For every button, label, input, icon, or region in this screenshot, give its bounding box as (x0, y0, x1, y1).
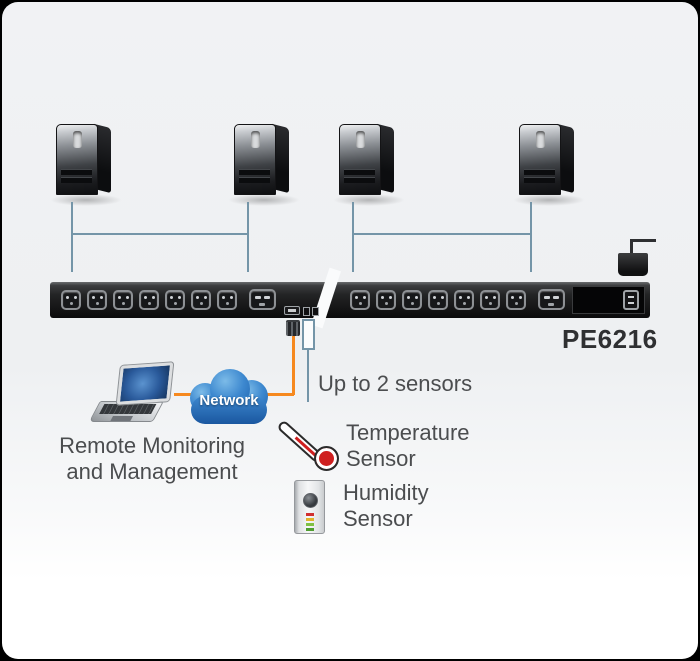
laptop-icon (88, 361, 180, 430)
tower-drive-button (356, 131, 365, 148)
tower-drive-button (73, 131, 82, 148)
tower-shadow (513, 194, 585, 206)
power-outlet-c13 (217, 289, 237, 310)
tower-front-panel (56, 124, 98, 195)
laptop-trackpad (110, 416, 134, 421)
pdu-inlet-panel (572, 286, 645, 314)
temperature-caption: Temperature Sensor (346, 420, 470, 472)
cloud-base (191, 396, 267, 424)
thermometer-icon (276, 406, 342, 471)
power-outlet-c13 (506, 289, 526, 310)
temperature-line2: Sensor (346, 446, 416, 471)
tower-front-panel (339, 124, 381, 195)
connector-line-pair-left (71, 233, 249, 235)
power-plug-icon (618, 253, 648, 276)
tower-shadow (228, 194, 300, 206)
humidity-sensor-lens (303, 493, 318, 508)
connector-line-server-4 (530, 202, 532, 272)
tower-drive-bay (524, 169, 555, 175)
tower-drive-bay (344, 177, 375, 183)
humidity-sensor-icon (294, 480, 325, 534)
server-tower-icon (228, 123, 300, 206)
pdu-bar (50, 282, 650, 318)
humidity-line2: Sensor (343, 506, 413, 531)
connector-line-server-1 (71, 202, 73, 272)
power-outlet-c13 (191, 289, 211, 310)
plug-cord (630, 239, 656, 242)
connector-line-pair-right (352, 233, 532, 235)
thermometer-mercury (294, 436, 317, 457)
sensor-port-2 (312, 307, 319, 316)
network-cloud-icon: Network (190, 369, 268, 426)
server-tower-icon (513, 123, 585, 206)
power-outlet-c13 (402, 289, 422, 310)
tower-drive-bay (61, 177, 92, 183)
thermometer-bulb (314, 446, 339, 471)
power-outlet-c13 (165, 289, 185, 310)
tower-drive-bay (344, 169, 375, 175)
tower-drive-button (251, 131, 260, 148)
connector-line-server-3 (352, 202, 354, 272)
power-outlet-c13 (87, 289, 107, 310)
remote-monitoring-line2: and Management (66, 459, 238, 484)
power-outlet-c19 (249, 289, 276, 310)
tower-shadow (333, 194, 405, 206)
tower-drive-bay (61, 169, 92, 175)
temperature-line1: Temperature (346, 420, 470, 445)
laptop-screen (115, 361, 175, 406)
humidity-led (306, 518, 314, 521)
remote-monitoring-line1: Remote Monitoring (59, 433, 245, 458)
network-cable-vertical (292, 333, 295, 395)
humidity-caption: Humidity Sensor (343, 480, 429, 532)
remote-monitoring-caption: Remote Monitoring and Management (52, 433, 252, 485)
tower-drive-button (536, 131, 545, 148)
sensor-probe-icon (302, 319, 315, 350)
tower-front-panel (234, 124, 276, 195)
rj45-plug-icon (286, 320, 300, 336)
plug-cord (630, 239, 633, 254)
tower-front-panel (519, 124, 561, 195)
tower-shadow (50, 194, 122, 206)
sensors-note: Up to 2 sensors (318, 371, 473, 396)
laptop-base (88, 401, 164, 422)
power-outlet-c13 (376, 289, 396, 310)
power-outlet-c13 (113, 289, 133, 310)
sensor-cable (307, 350, 309, 402)
power-outlet-c13 (428, 289, 448, 310)
server-tower-icon (333, 123, 405, 206)
outlet-row-right (350, 289, 565, 310)
lan-port-icon (284, 306, 300, 315)
power-outlet-c13 (480, 289, 500, 310)
power-outlet-c13 (61, 289, 81, 310)
outlet-row-left (61, 289, 276, 310)
tower-drive-bay (239, 177, 270, 183)
power-inlet-icon (623, 290, 639, 310)
humidity-led (306, 528, 314, 531)
sensor-port-1 (303, 307, 310, 316)
power-outlet-c13 (139, 289, 159, 310)
pdu-model-label: PE6216 (562, 324, 658, 354)
tower-drive-bay (524, 177, 555, 183)
network-label: Network (199, 392, 259, 409)
server-tower-icon (50, 123, 122, 206)
laptop-keyboard (99, 404, 157, 414)
power-outlet-c13 (454, 289, 474, 310)
humidity-line1: Humidity (343, 480, 429, 505)
connector-line-server-2 (247, 202, 249, 272)
humidity-led (306, 523, 314, 526)
power-outlet-c13 (350, 289, 370, 310)
humidity-led (306, 513, 314, 516)
tower-drive-bay (239, 169, 270, 175)
power-outlet-c19 (538, 289, 565, 310)
